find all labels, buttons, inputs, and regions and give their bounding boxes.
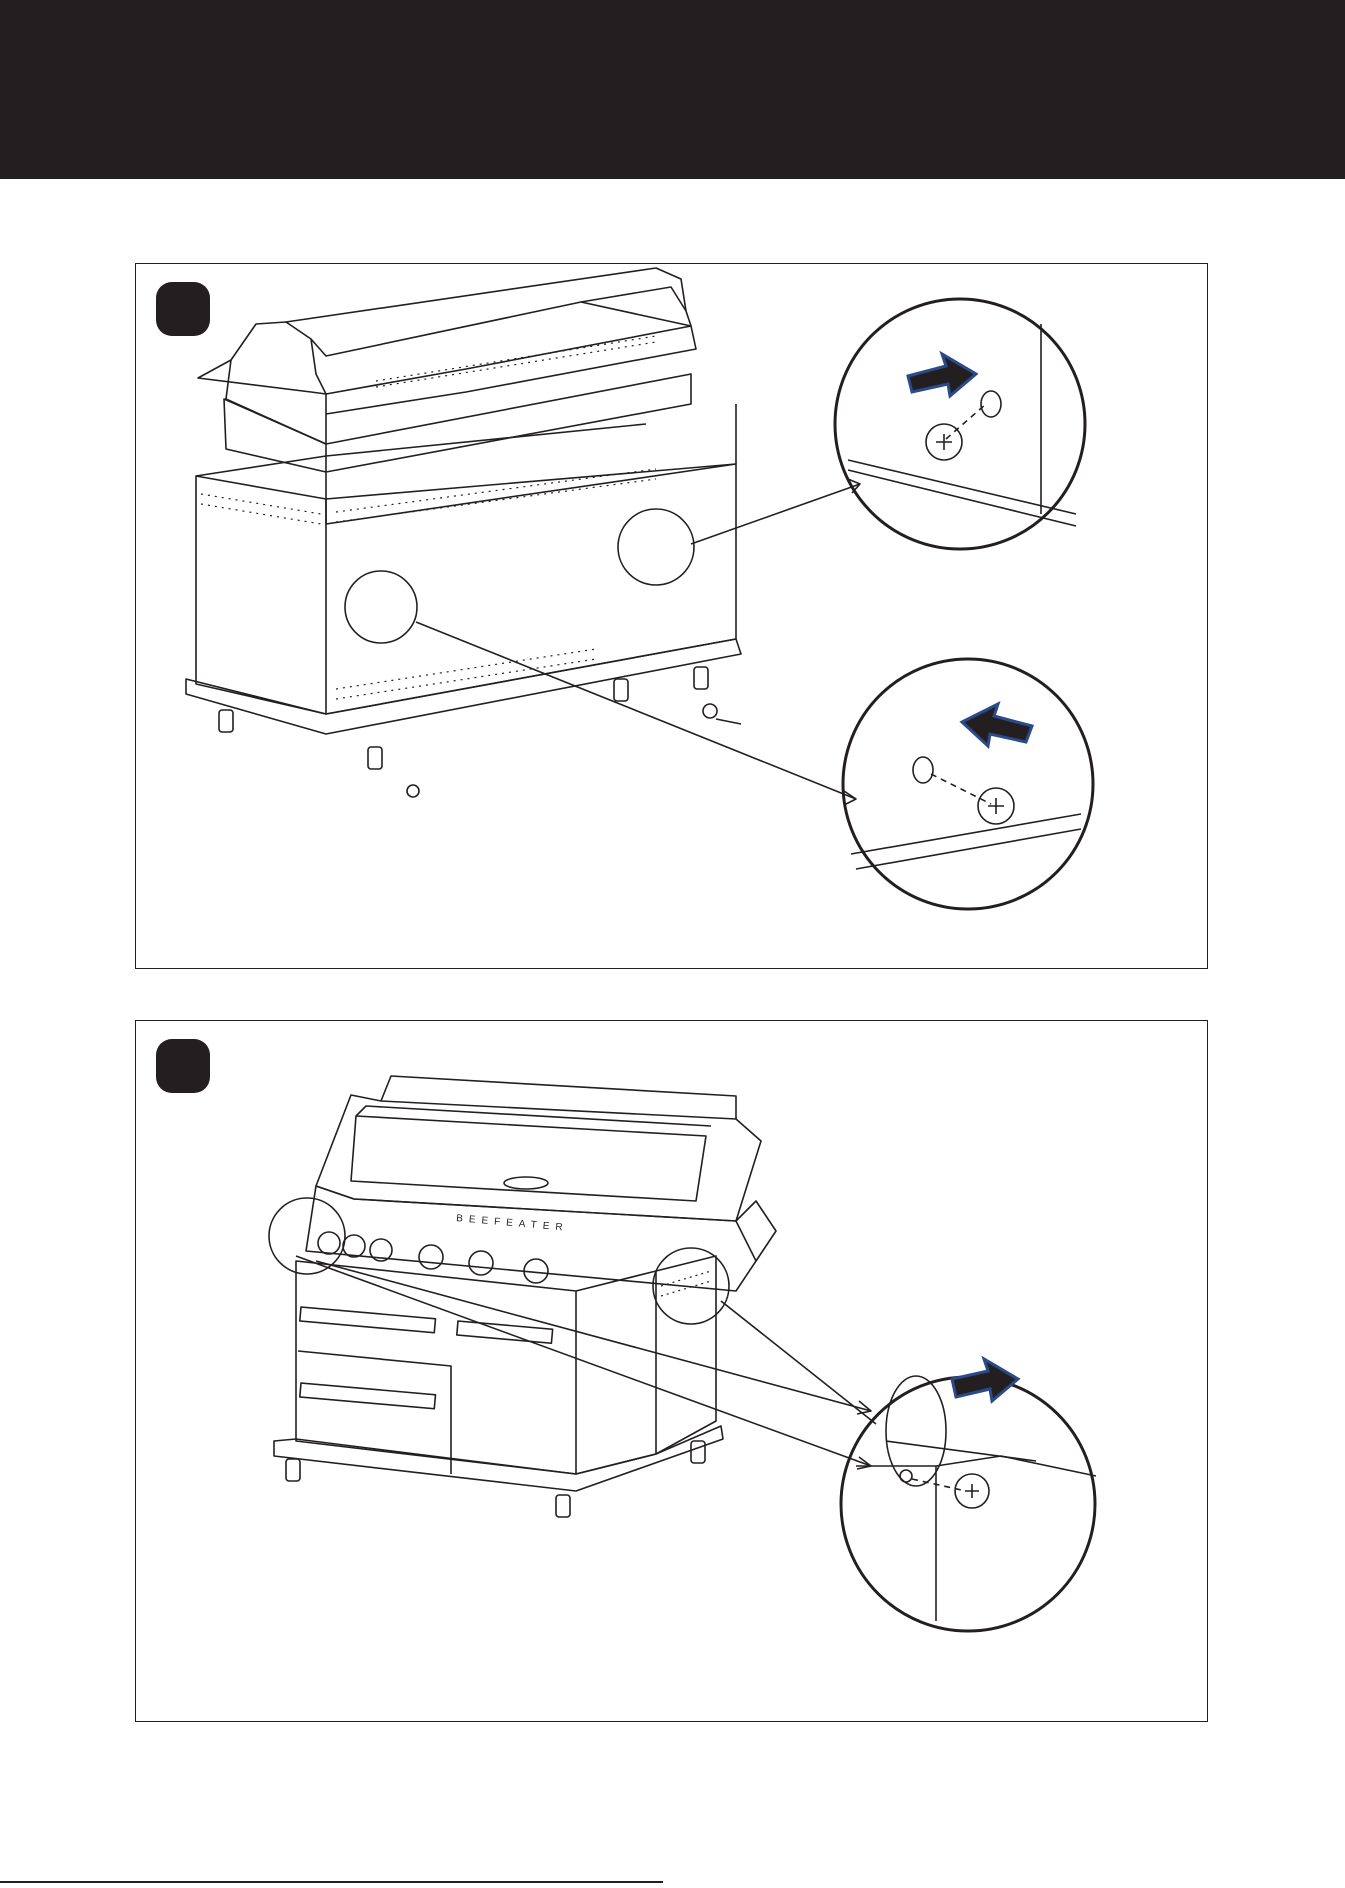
castor-wheels: [219, 667, 708, 769]
zoom-detail-3: [841, 1377, 1095, 1631]
leader-line-a: [691, 484, 860, 544]
cabinet-vent-slots: [201, 469, 656, 699]
leader-line-b: [416, 622, 856, 799]
figure-2-illustration: BEEFEATER: [136, 1021, 1207, 1721]
hood-logo-icon: [504, 1177, 548, 1189]
leader-line-right: [721, 1301, 876, 1424]
zoom-detail-2: [843, 659, 1093, 909]
leader-line-left-a: [316, 1261, 871, 1411]
castor-wheels: [286, 1441, 705, 1517]
footer-page-mark: [746, 1879, 786, 1888]
figure-1-illustration: [136, 264, 1207, 968]
detail-circle-right: [653, 1248, 729, 1324]
zoom-detail-1: [835, 299, 1085, 549]
gas-inlet-icon: [703, 704, 717, 718]
side-vent-slots: [661, 1271, 711, 1296]
hood-outline: [316, 1095, 761, 1221]
arrow-right-icon: [908, 354, 976, 396]
detail-circle-a: [618, 509, 694, 585]
grill-brand-label: BEEFEATER: [456, 1213, 569, 1234]
header-band: [0, 0, 1345, 179]
footer-rule: [0, 1881, 663, 1883]
figure-panel-1: [135, 263, 1208, 969]
leader-line-left-b: [296, 1256, 871, 1466]
hood-front-lower: [226, 360, 326, 444]
drawer-handle-2: [300, 1383, 436, 1409]
hood-outline: [198, 287, 691, 394]
hood-vent-slots: [376, 336, 656, 387]
arrow-right-icon: [952, 1359, 1018, 1401]
bbq-back-panel: [224, 399, 326, 472]
control-panel: [306, 1186, 756, 1291]
detail-circle-b: [345, 571, 417, 643]
figure-panel-2: BEEFEATER: [135, 1020, 1208, 1722]
drawer-handle-1: [300, 1307, 436, 1333]
arrow-left-icon: [962, 704, 1032, 746]
